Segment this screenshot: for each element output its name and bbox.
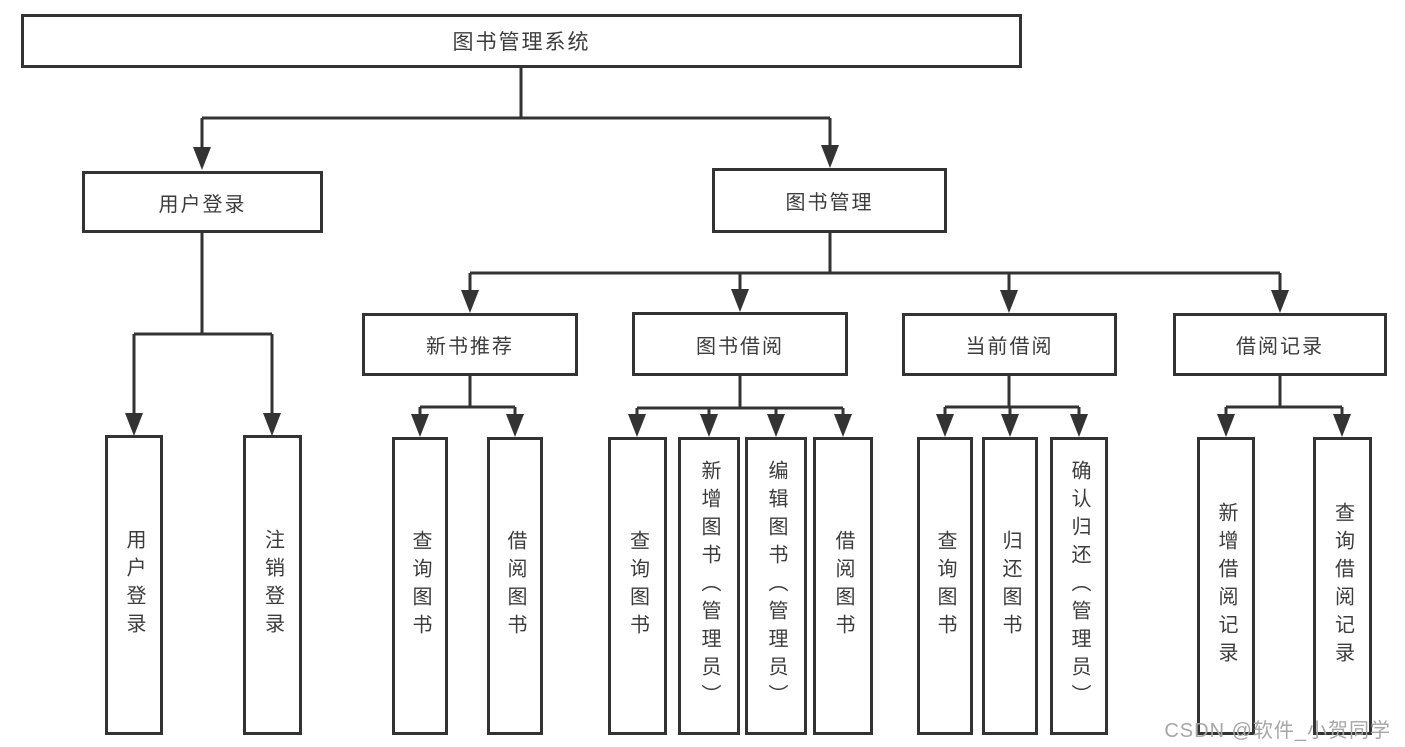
arrowhead xyxy=(936,414,954,437)
connector-currentborrow-to-leaves xyxy=(943,376,1081,419)
arrowhead xyxy=(193,147,211,170)
node-user-login: 用户登录 xyxy=(82,171,323,233)
node-label: 查询图书 xyxy=(626,530,649,642)
node-leaf-cb-query-book: 查询图书 xyxy=(917,437,973,735)
node-leaf-nb-query-book: 查询图书 xyxy=(392,437,448,735)
node-leaf-bb-edit-book: 编辑图书（管理员） xyxy=(745,437,807,735)
node-root: 图书管理系统 xyxy=(21,14,1022,68)
connector-bookborrow-to-leaves xyxy=(635,376,845,419)
node-label: 借阅图书 xyxy=(832,530,854,642)
node-leaf-bb-query-book: 查询图书 xyxy=(608,437,667,735)
node-borrow-record: 借阅记录 xyxy=(1173,313,1387,376)
node-label: 确认归还（管理员） xyxy=(1068,460,1090,712)
node-label: 新增图书（管理员） xyxy=(698,460,720,712)
node-label: 查询借阅记录 xyxy=(1331,502,1354,670)
node-leaf-bb-borrow-book: 借阅图书 xyxy=(813,437,873,735)
node-label: 编辑图书（管理员） xyxy=(765,460,787,712)
node-leaf-cb-confirm-return: 确认归还（管理员） xyxy=(1050,437,1108,735)
connector-userlogin-to-leaves xyxy=(132,233,274,418)
node-label: 查询图书 xyxy=(409,530,431,642)
node-label: 注销登录 xyxy=(261,529,284,641)
arrowhead xyxy=(1070,414,1088,437)
arrowhead xyxy=(1271,290,1289,313)
node-label: 新增借阅记录 xyxy=(1215,502,1237,670)
connector-bookmgmt-to-level3 xyxy=(468,233,1282,295)
connector-newbook-to-leaves xyxy=(418,376,517,419)
arrowhead xyxy=(1333,414,1351,437)
node-book-management: 图书管理 xyxy=(712,168,947,233)
arrowhead xyxy=(834,414,852,437)
arrowhead xyxy=(411,414,429,437)
node-label: 归还图书 xyxy=(999,530,1021,642)
node-label: 查询图书 xyxy=(934,530,956,642)
arrowhead xyxy=(767,414,785,437)
arrowhead xyxy=(125,413,143,436)
arrowhead xyxy=(1000,290,1018,313)
node-label: 用户登录 xyxy=(123,529,145,641)
node-current-borrow: 当前借阅 xyxy=(902,313,1117,376)
arrowhead xyxy=(506,414,524,437)
arrowhead xyxy=(263,413,281,436)
node-leaf-logout: 注销登录 xyxy=(243,435,302,735)
node-leaf-bb-add-book: 新增图书（管理员） xyxy=(678,437,740,735)
node-leaf-cb-return-book: 归还图书 xyxy=(982,437,1038,735)
arrowhead xyxy=(700,414,718,437)
node-new-book-recommend: 新书推荐 xyxy=(362,313,578,376)
arrowhead xyxy=(821,145,839,168)
node-book-borrow: 图书借阅 xyxy=(632,312,848,376)
arrowhead xyxy=(731,289,749,312)
connector-root-to-level2 xyxy=(200,68,832,152)
connector-borrowrecord-to-leaves xyxy=(1224,376,1344,419)
arrowhead xyxy=(628,414,646,437)
arrowhead xyxy=(1001,414,1019,437)
arrowhead xyxy=(1217,414,1235,437)
arrowhead xyxy=(461,290,479,313)
node-leaf-nb-borrow-book: 借阅图书 xyxy=(487,437,543,735)
node-leaf-br-query-record: 查询借阅记录 xyxy=(1313,437,1372,735)
node-label: 借阅图书 xyxy=(504,530,526,642)
node-leaf-user-login: 用户登录 xyxy=(105,435,163,735)
node-leaf-br-add-record: 新增借阅记录 xyxy=(1197,437,1255,735)
